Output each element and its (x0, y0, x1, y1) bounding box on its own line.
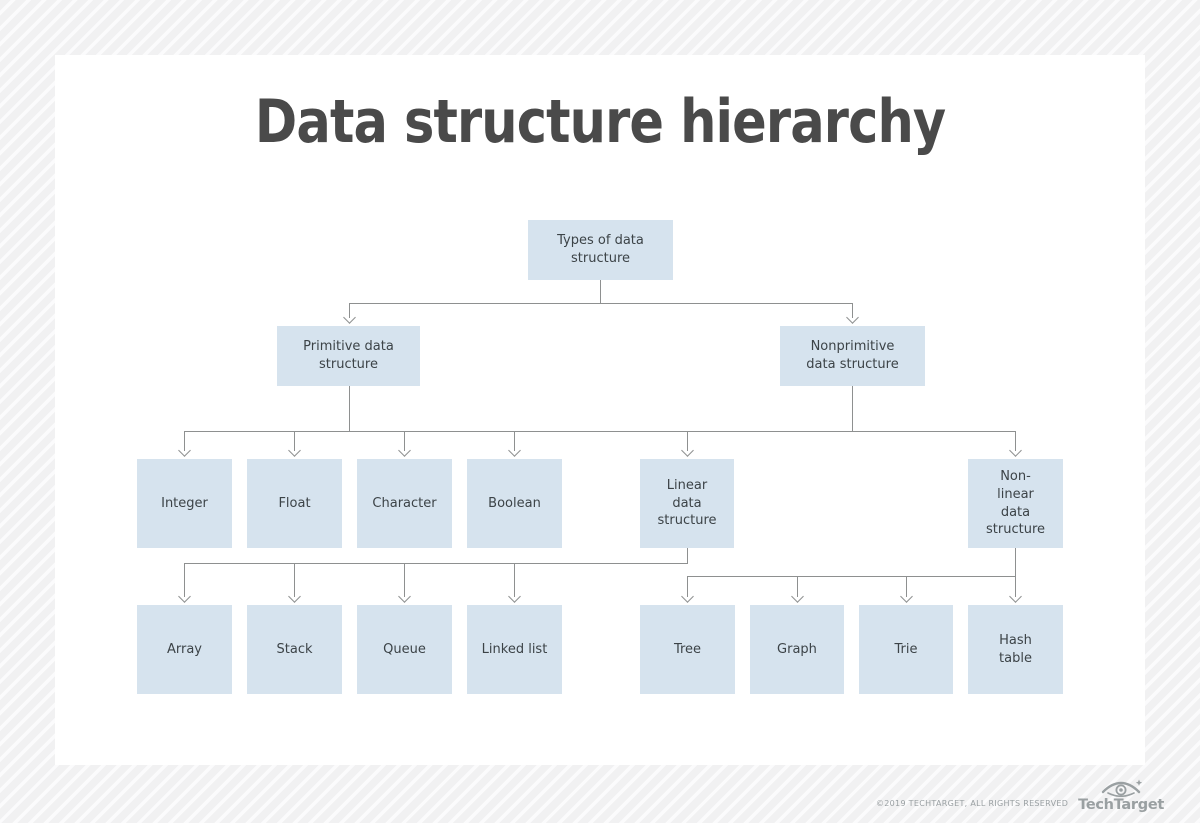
connector-line (906, 576, 907, 597)
connector-line (514, 563, 515, 597)
footer: ©2019 TECHTARGET, ALL RIGHTS RESERVED Te… (876, 779, 1164, 813)
node-trie: Trie (859, 605, 953, 694)
connector-line (851, 303, 853, 318)
connector-line (184, 563, 185, 597)
node-array: Array (137, 605, 232, 694)
node-integer: Integer (137, 459, 232, 548)
node-float: Float (247, 459, 342, 548)
node-queue: Queue (357, 605, 452, 694)
connector-line (1015, 548, 1016, 577)
connector-line (851, 386, 853, 432)
connector-rail (184, 563, 688, 564)
copyright-text: ©2019 TECHTARGET, ALL RIGHTS RESERVED (875, 798, 1069, 808)
connector-line (514, 431, 515, 451)
connector-line (599, 280, 601, 304)
connector-line (1015, 576, 1016, 597)
connector-line (687, 576, 688, 597)
connector-line (404, 563, 405, 597)
node-hash-table: Hash table (968, 605, 1063, 694)
connector-line (687, 431, 688, 451)
eye-target-icon (1101, 779, 1143, 797)
node-boolean: Boolean (467, 459, 562, 548)
connector-rail (348, 303, 853, 304)
connector-line (184, 431, 185, 451)
connector-line (294, 431, 295, 451)
techtarget-logo: TechTarget (1078, 779, 1164, 813)
node-graph: Graph (750, 605, 844, 694)
connector-line (294, 563, 295, 597)
connector-line (687, 548, 688, 564)
node-primitive-data-structure: Primitive data structure (277, 326, 420, 386)
node-stack: Stack (247, 605, 342, 694)
connector-line (797, 576, 798, 597)
node-linear-data-structure: Linear data structure (640, 459, 734, 548)
connector-line (348, 386, 350, 432)
node-linked-list: Linked list (467, 605, 562, 694)
page-title: Data structure hierarchy (0, 90, 1200, 154)
node-nonprimitive-data-structure: Nonprimitive data structure (780, 326, 925, 386)
node-nonlinear-data-structure: Non- linear data structure (968, 459, 1063, 548)
connector-line (1015, 431, 1016, 451)
connector-rail (184, 431, 1016, 432)
connector-line (404, 431, 405, 451)
node-tree: Tree (640, 605, 735, 694)
content-card (55, 55, 1145, 765)
node-character: Character (357, 459, 452, 548)
node-types-of-data-structure: Types of data structure (528, 220, 673, 280)
brand-name: TechTarget (1078, 797, 1164, 813)
connector-rail (687, 576, 1016, 577)
connector-line (348, 303, 350, 318)
page-title-text: Data structure hierarchy (254, 87, 946, 157)
